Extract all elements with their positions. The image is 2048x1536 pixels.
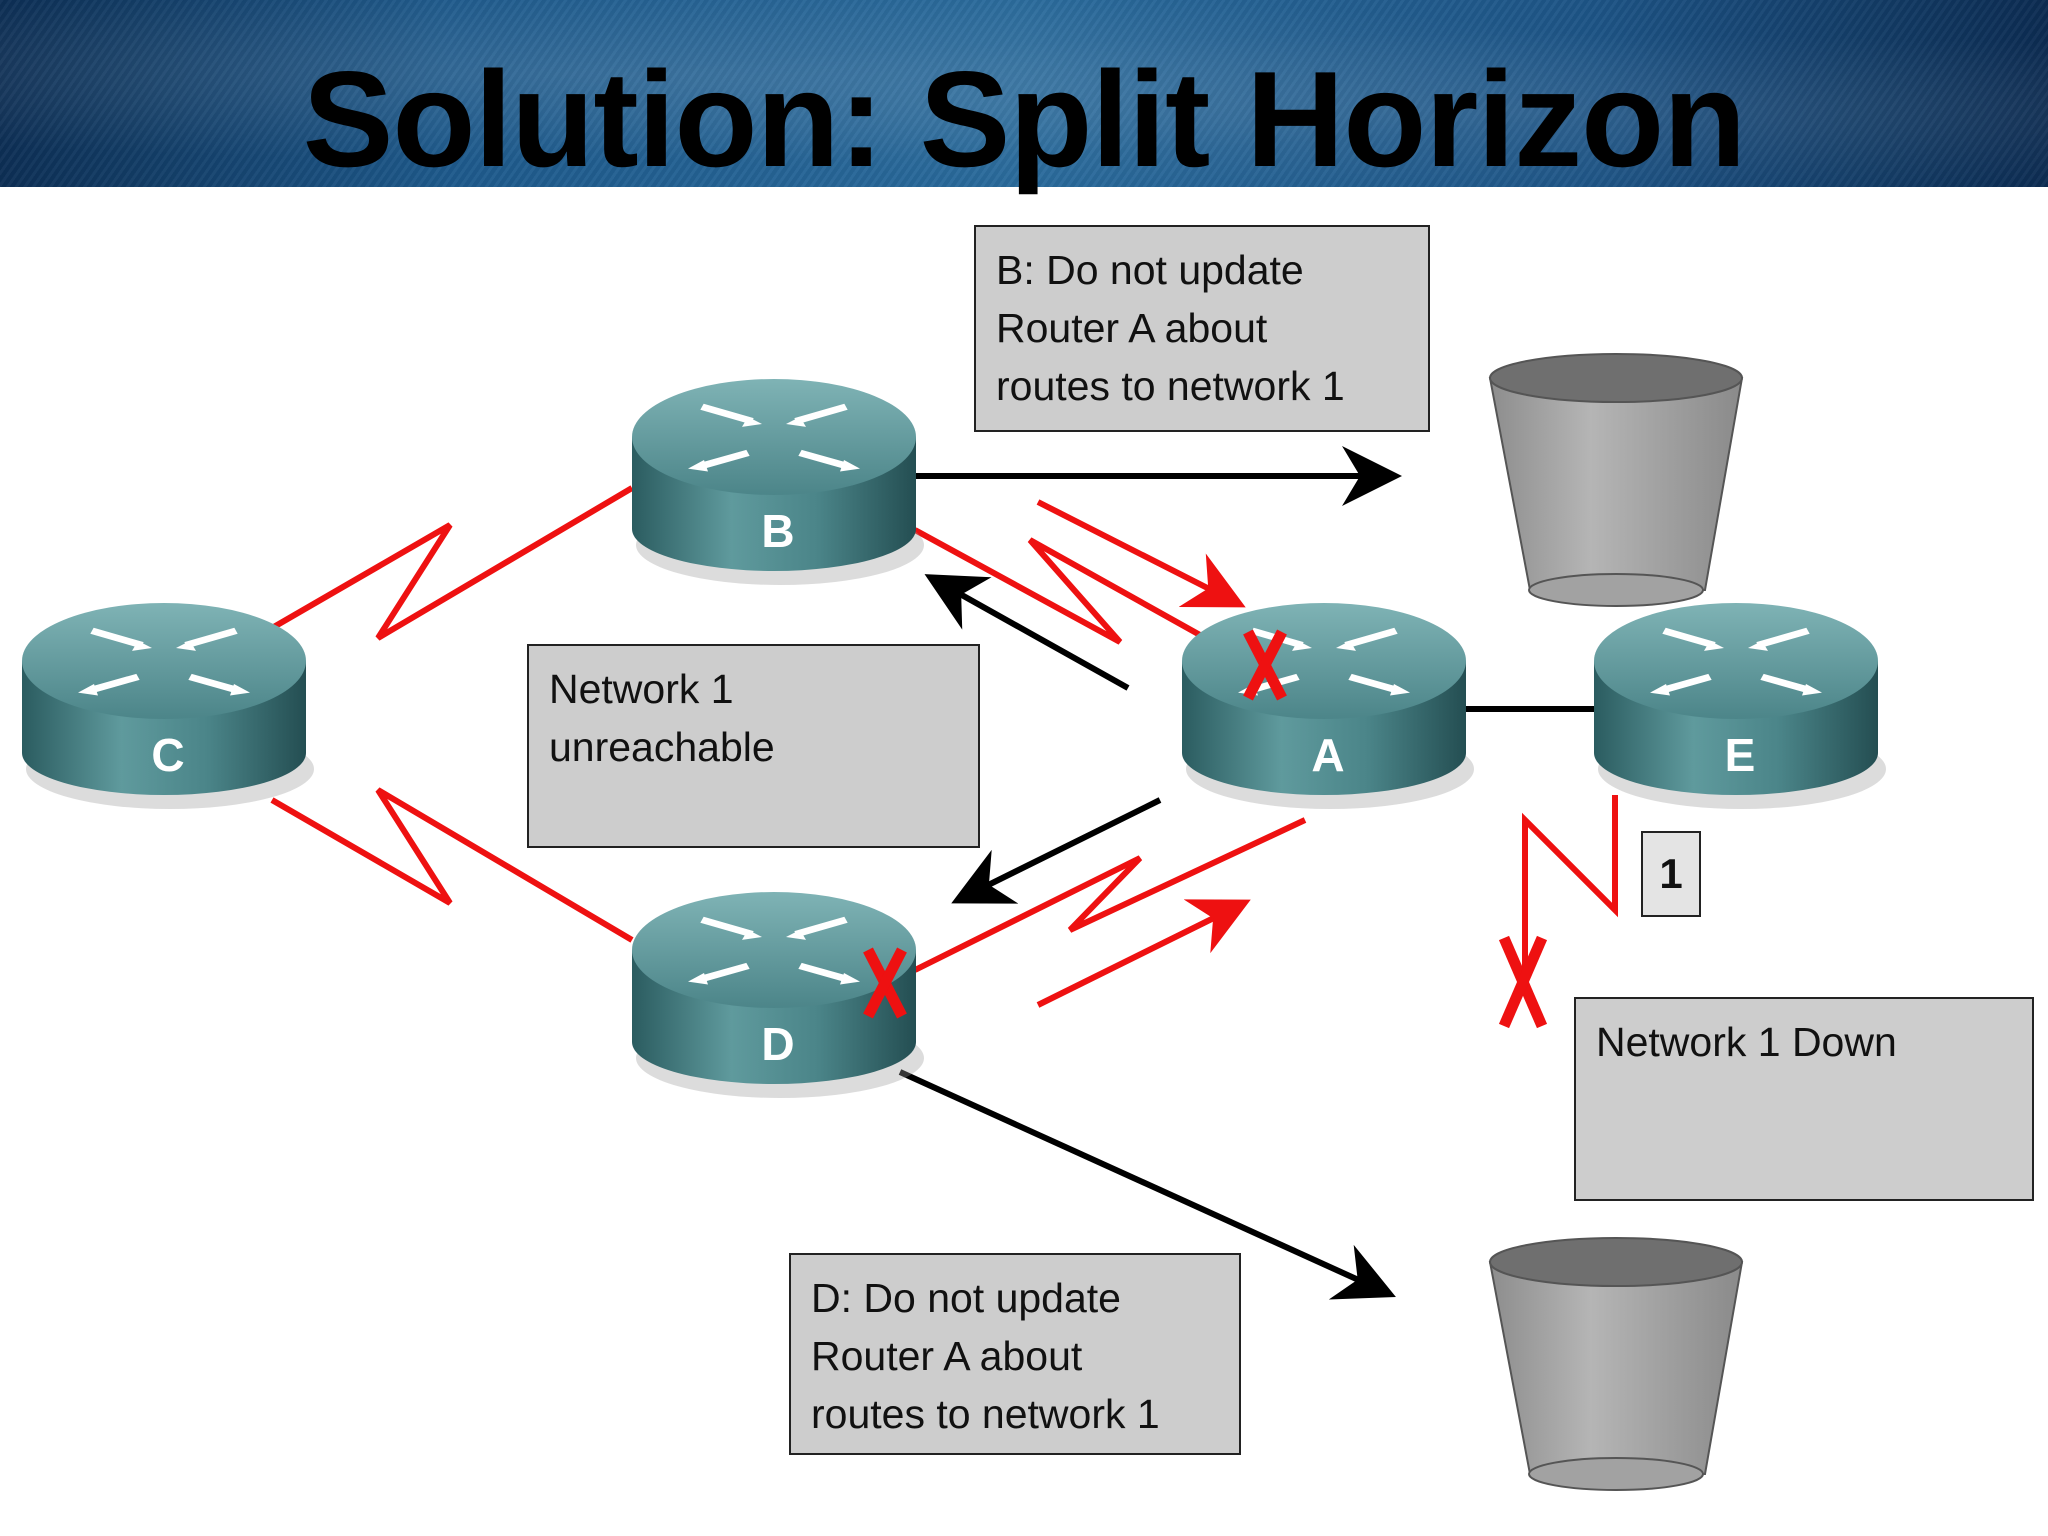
slide-header-banner bbox=[0, 0, 2048, 187]
router-d: D bbox=[632, 892, 924, 1098]
callout-d-line-1: D: Do not update bbox=[811, 1275, 1121, 1321]
link-c-b bbox=[270, 485, 634, 641]
router-a: A bbox=[1182, 603, 1474, 809]
link-c-d bbox=[270, 787, 634, 943]
link-d-a bbox=[913, 817, 1307, 973]
red-x-router-a bbox=[1243, 629, 1287, 701]
red-x-network1 bbox=[1498, 935, 1548, 1029]
router-a-label: A bbox=[1311, 729, 1344, 781]
router-c: C bbox=[22, 603, 314, 809]
discard-bucket-bottom bbox=[1488, 1237, 1744, 1491]
link-b-a bbox=[913, 527, 1202, 645]
black-arrow-d-to-bucket bbox=[898, 1069, 1396, 1300]
callout-b-line-1: B: Do not update bbox=[996, 247, 1304, 293]
callout-d-line-3: routes to network 1 bbox=[811, 1391, 1160, 1437]
callout-b-line-3: routes to network 1 bbox=[996, 363, 1345, 409]
red-arrow-b-to-a bbox=[1036, 499, 1246, 608]
red-x-router-d bbox=[863, 947, 907, 1019]
callout-network-down: Network 1 Down bbox=[1574, 997, 2034, 1201]
black-arrow-a-to-d bbox=[951, 797, 1162, 904]
callout-unreachable-line-1: Network 1 bbox=[549, 666, 734, 712]
slide-title: Solution: Split Horizon bbox=[302, 43, 1747, 195]
red-arrow-d-to-a bbox=[1036, 899, 1251, 1008]
router-b: B bbox=[632, 379, 924, 585]
discard-bucket-top bbox=[1488, 353, 1744, 607]
callout-d-line-2: Router A about bbox=[811, 1333, 1083, 1379]
callout-b-line-2: Router A about bbox=[996, 305, 1268, 351]
callout-down-line-1: Network 1 Down bbox=[1596, 1019, 1897, 1065]
router-d-label: D bbox=[761, 1018, 794, 1070]
black-arrow-a-to-b bbox=[924, 574, 1130, 691]
router-e-label: E bbox=[1725, 729, 1756, 781]
router-e: E bbox=[1594, 603, 1886, 809]
callout-network-unreachable: Network 1 unreachable bbox=[527, 644, 980, 848]
callout-unreachable-line-2: unreachable bbox=[549, 724, 775, 770]
callout-b-no-update: B: Do not update Router A about routes t… bbox=[974, 225, 1430, 432]
network-1-label: 1 bbox=[1641, 831, 1701, 917]
callout-d-no-update: D: Do not update Router A about routes t… bbox=[789, 1253, 1241, 1455]
router-c-label: C bbox=[151, 729, 184, 781]
link-e-network1 bbox=[1522, 795, 1618, 985]
router-b-label: B bbox=[761, 505, 794, 557]
serial-links bbox=[270, 485, 1618, 985]
